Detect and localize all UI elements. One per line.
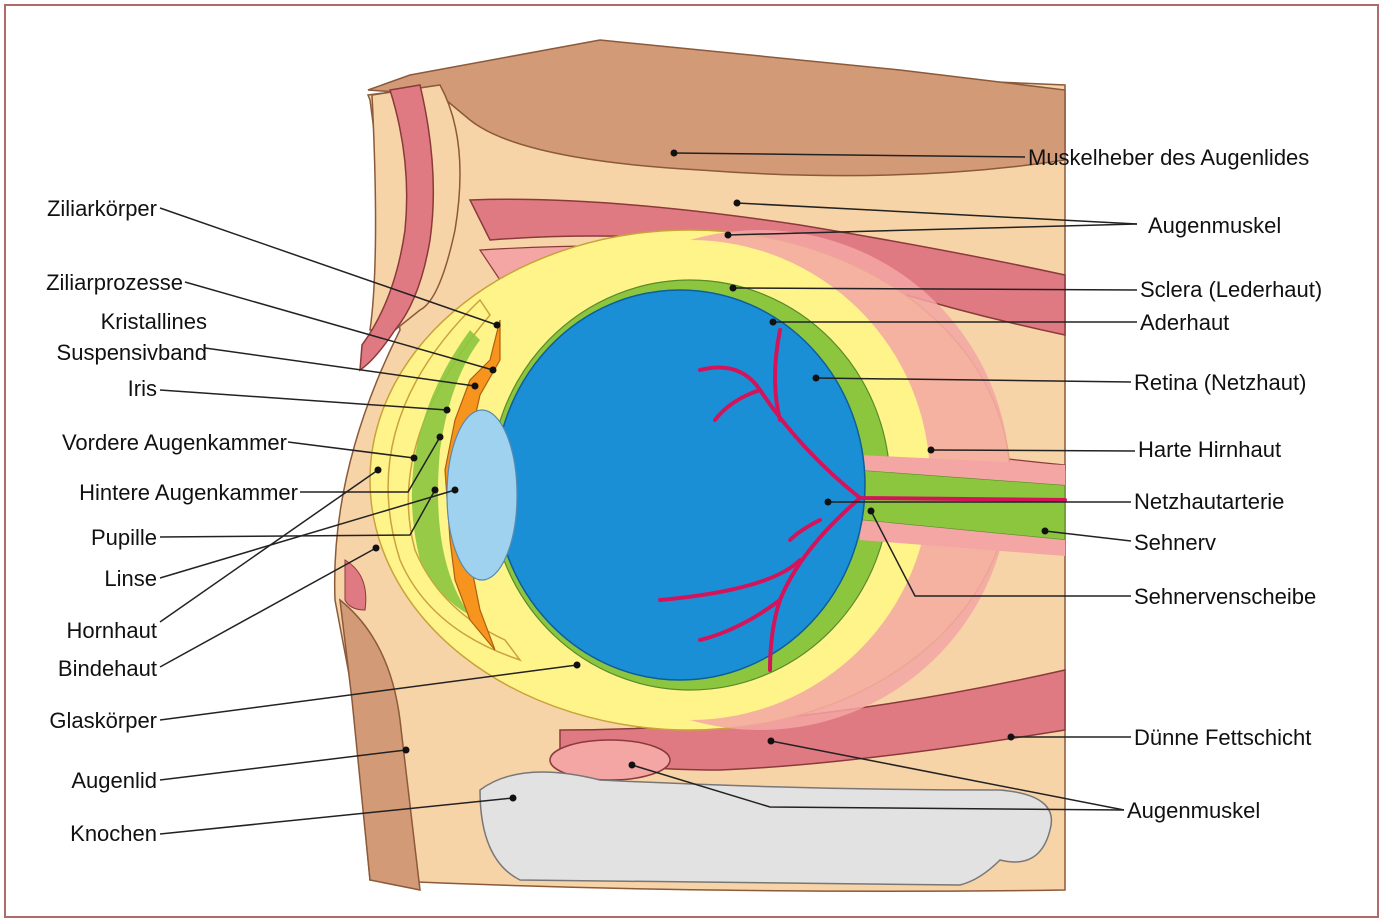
label-netzhautarterie: Netzhautarterie <box>1134 489 1284 515</box>
label-linse: Linse <box>104 566 157 592</box>
label-knochen: Knochen <box>70 821 157 847</box>
label-duenne-fettschicht: Dünne Fettschicht <box>1134 725 1311 751</box>
label-hintere-augenkammer: Hintere Augenkammer <box>79 480 298 506</box>
label-glaskoerper: Glaskörper <box>49 708 157 734</box>
label-vordere-augenkammer: Vordere Augenkammer <box>62 430 287 456</box>
label-hornhaut: Hornhaut <box>66 618 157 644</box>
label-ziliarprozesse: Ziliarprozesse <box>46 270 183 296</box>
label-pupille: Pupille <box>91 525 157 551</box>
label-suspensivband: Suspensivband <box>57 340 207 366</box>
label-augenlid: Augenlid <box>71 768 157 794</box>
label-retina: Retina (Netzhaut) <box>1134 370 1306 396</box>
label-sehnervenscheibe: Sehnervenscheibe <box>1134 584 1316 610</box>
label-kristallines: Kristallines <box>101 309 207 335</box>
label-muskelheber: Muskelheber des Augenlides <box>1028 145 1309 171</box>
label-augenmuskel-bottom: Augenmuskel <box>1127 798 1260 824</box>
label-augenmuskel-top: Augenmuskel <box>1148 213 1281 239</box>
label-iris: Iris <box>128 376 157 402</box>
label-aderhaut: Aderhaut <box>1140 310 1229 336</box>
label-sclera: Sclera (Lederhaut) <box>1140 277 1322 303</box>
label-sehnerv: Sehnerv <box>1134 530 1216 556</box>
label-bindehaut: Bindehaut <box>58 656 157 682</box>
label-harte-hirnhaut: Harte Hirnhaut <box>1138 437 1281 463</box>
label-ziliarkoerper: Ziliarkörper <box>47 196 157 222</box>
